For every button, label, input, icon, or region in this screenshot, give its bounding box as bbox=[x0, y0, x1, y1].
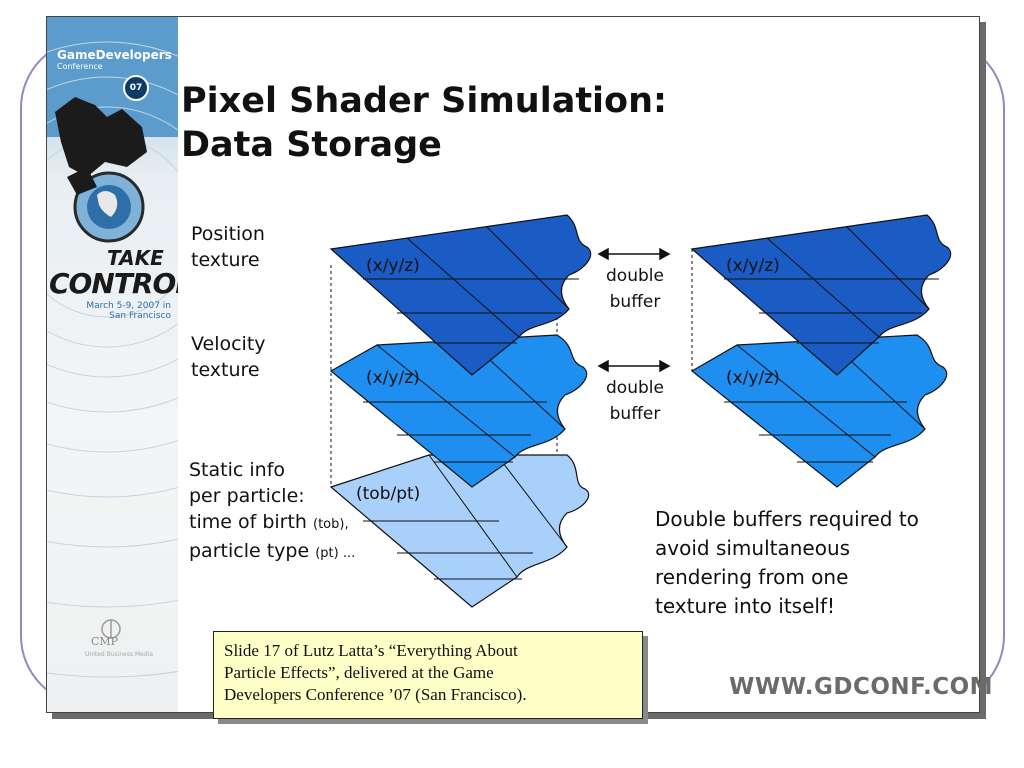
hand-icon bbox=[55, 97, 147, 177]
slide-title: Pixel Shader Simulation: Data Storage bbox=[181, 81, 668, 165]
conference-sidebar: GameDevelopers Conference 07 TAKE CONTRO… bbox=[47, 17, 178, 712]
velocity-texture-label: Velocity texture bbox=[191, 333, 266, 381]
take-text: TAKE bbox=[107, 246, 164, 270]
texture-diagram: (tob/pt) (x/y/z) (x/y/z) bbox=[329, 214, 952, 608]
control-text: CONTROL bbox=[49, 267, 178, 300]
velocity-texture-right: (x/y/z) bbox=[690, 334, 948, 488]
cmp-logo-text: CMP bbox=[91, 635, 119, 648]
gdc-logo: GameDevelopers Conference bbox=[57, 48, 172, 71]
position-texture-left: (x/y/z) bbox=[329, 214, 592, 376]
globe-continent bbox=[97, 191, 118, 217]
static-texture-text: (tob/pt) bbox=[356, 484, 420, 504]
cmp-logo-icon bbox=[101, 619, 121, 639]
position-texture-right: (x/y/z) bbox=[690, 214, 952, 376]
double-buffer-label-2: double buffer bbox=[606, 378, 664, 424]
caption-box: Slide 17 of Lutz Latta’s “Everything Abo… bbox=[213, 631, 643, 719]
slide: GameDevelopers Conference 07 TAKE CONTRO… bbox=[46, 16, 993, 713]
conference-url: WWW.GDCONF.COM bbox=[729, 674, 994, 700]
double-arrow-icon-2 bbox=[597, 359, 671, 373]
conference-dates: March 5-9, 2007 in San Francisco bbox=[86, 301, 171, 321]
velocity-texture-left: (x/y/z) bbox=[329, 334, 588, 488]
position-texture-text-left: (x/y/z) bbox=[366, 256, 420, 276]
double-arrow-icon-1 bbox=[597, 247, 671, 261]
velocity-texture-text-right: (x/y/z) bbox=[726, 368, 780, 388]
static-info-label: Static info per particle: time of birth … bbox=[189, 459, 356, 562]
cmp-subtitle: United Business Media bbox=[85, 651, 154, 658]
position-texture-label: Position texture bbox=[191, 223, 265, 271]
year-badge: 07 bbox=[123, 75, 149, 101]
double-buffer-note: Double buffers required to avoid simulta… bbox=[655, 507, 919, 618]
sidebar-arcs bbox=[47, 41, 178, 678]
position-texture-text-right: (x/y/z) bbox=[726, 256, 780, 276]
static-texture-left: (tob/pt) bbox=[329, 454, 590, 608]
double-buffer-label-1: double buffer bbox=[606, 266, 664, 312]
sidebar-art bbox=[47, 17, 178, 678]
velocity-texture-text-left: (x/y/z) bbox=[366, 368, 420, 388]
